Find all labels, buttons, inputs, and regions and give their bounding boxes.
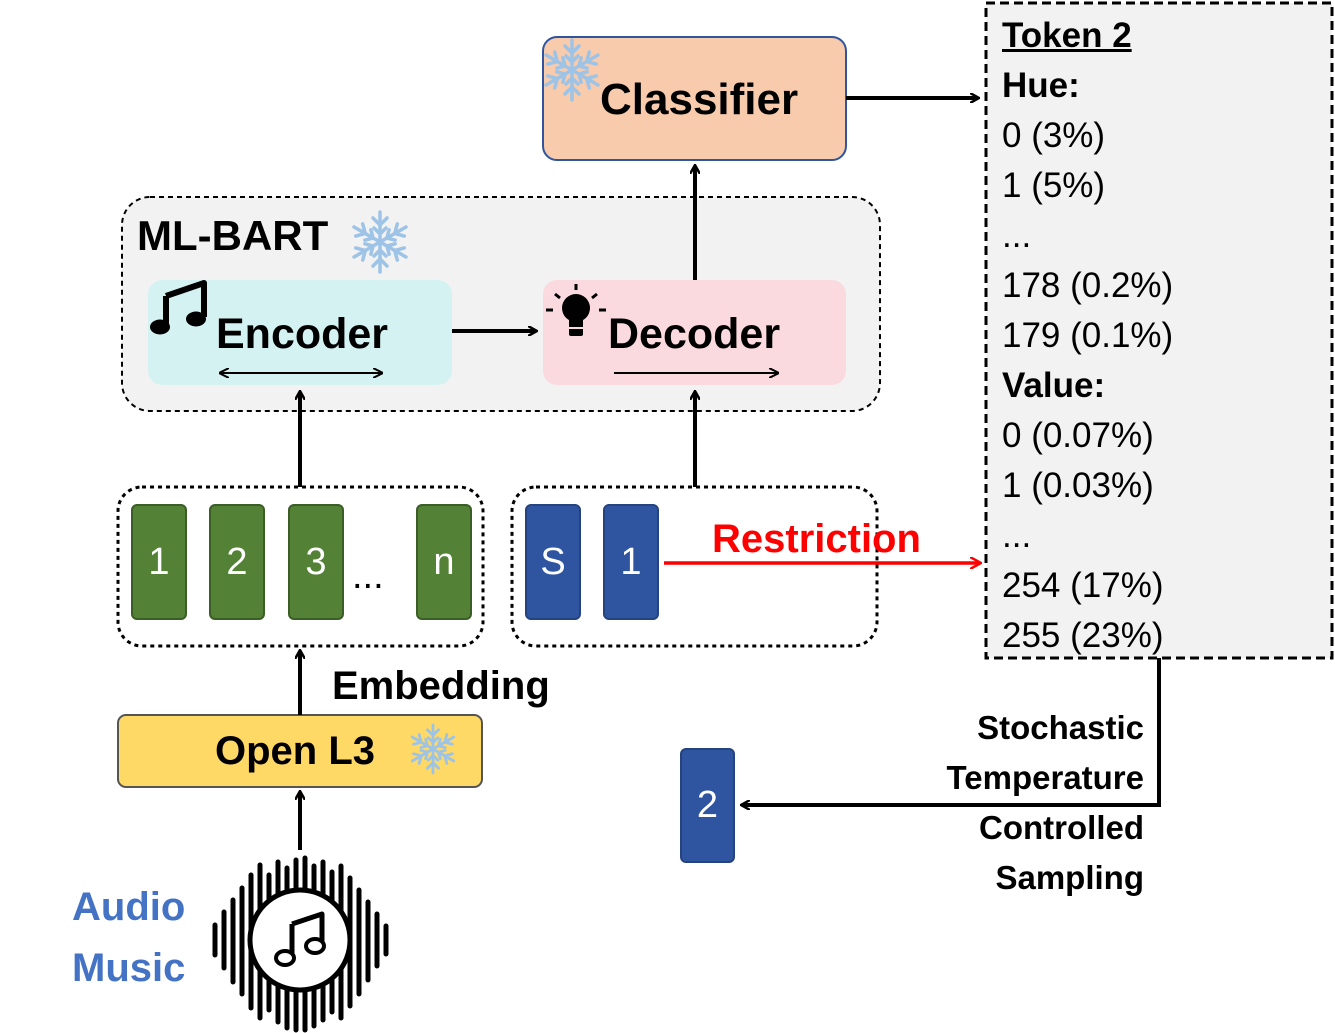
encoder-token: 1	[131, 504, 187, 620]
value-prob-item: 0 (0.07%)	[1002, 416, 1154, 455]
classifier-label: Classifier	[600, 75, 799, 124]
value-prob-item: 1 (0.03%)	[1002, 466, 1154, 505]
hue-prob-item: 1 (5%)	[1002, 166, 1106, 205]
decoder-token-group	[510, 485, 879, 648]
ml-bart-label: ML-BART	[137, 212, 329, 259]
encoder-token: 3	[288, 504, 344, 620]
decoder-label: Decoder	[608, 310, 781, 358]
sampling-label-line: Sampling	[995, 859, 1144, 896]
audio-note-icon	[274, 911, 326, 967]
encoder-label: Encoder	[216, 310, 389, 358]
decoder-token: 1	[603, 504, 659, 620]
audio-label-line2: Music	[72, 946, 186, 990]
sampling-label-line: Stochastic	[977, 709, 1144, 746]
value-prob-item: ...	[1002, 516, 1032, 555]
decoder-box	[543, 280, 846, 385]
encoder-box	[148, 280, 452, 385]
encoder-token: 2	[209, 504, 265, 620]
openl3-label: Open L3	[215, 729, 376, 773]
value-prob-item: 254 (17%)	[1002, 566, 1164, 605]
hue-prob-item: 0 (3%)	[1002, 116, 1106, 155]
audio-label-line1: Audio	[72, 885, 186, 929]
hue-prob-item: 179 (0.1%)	[1002, 316, 1174, 355]
token-panel-title: Token 2	[1002, 16, 1132, 55]
value-heading: Value:	[1002, 366, 1106, 405]
decoder-token: S	[525, 504, 581, 620]
lightbulb-icon	[546, 284, 606, 336]
output-token: 2	[680, 748, 735, 863]
audio-disc-icon	[247, 887, 353, 993]
restriction-label: Restriction	[712, 517, 921, 561]
hue-heading: Hue:	[1002, 66, 1080, 105]
token-panel-frame	[984, 1, 1334, 660]
sampling-label-line: Temperature	[946, 759, 1144, 796]
encoder-token: n	[416, 504, 472, 620]
value-prob-item: 255 (23%)	[1002, 616, 1164, 655]
encoder-token-group	[116, 485, 485, 648]
embedding-label: Embedding	[332, 664, 550, 708]
arrow-sampling-to-output	[742, 658, 1161, 805]
token-ellipsis: ...	[352, 555, 384, 597]
sampling-label-line: Controlled	[979, 809, 1144, 846]
hue-prob-item: 178 (0.2%)	[1002, 266, 1174, 305]
music-note-icon	[150, 280, 207, 335]
hue-prob-item: ...	[1002, 216, 1032, 255]
